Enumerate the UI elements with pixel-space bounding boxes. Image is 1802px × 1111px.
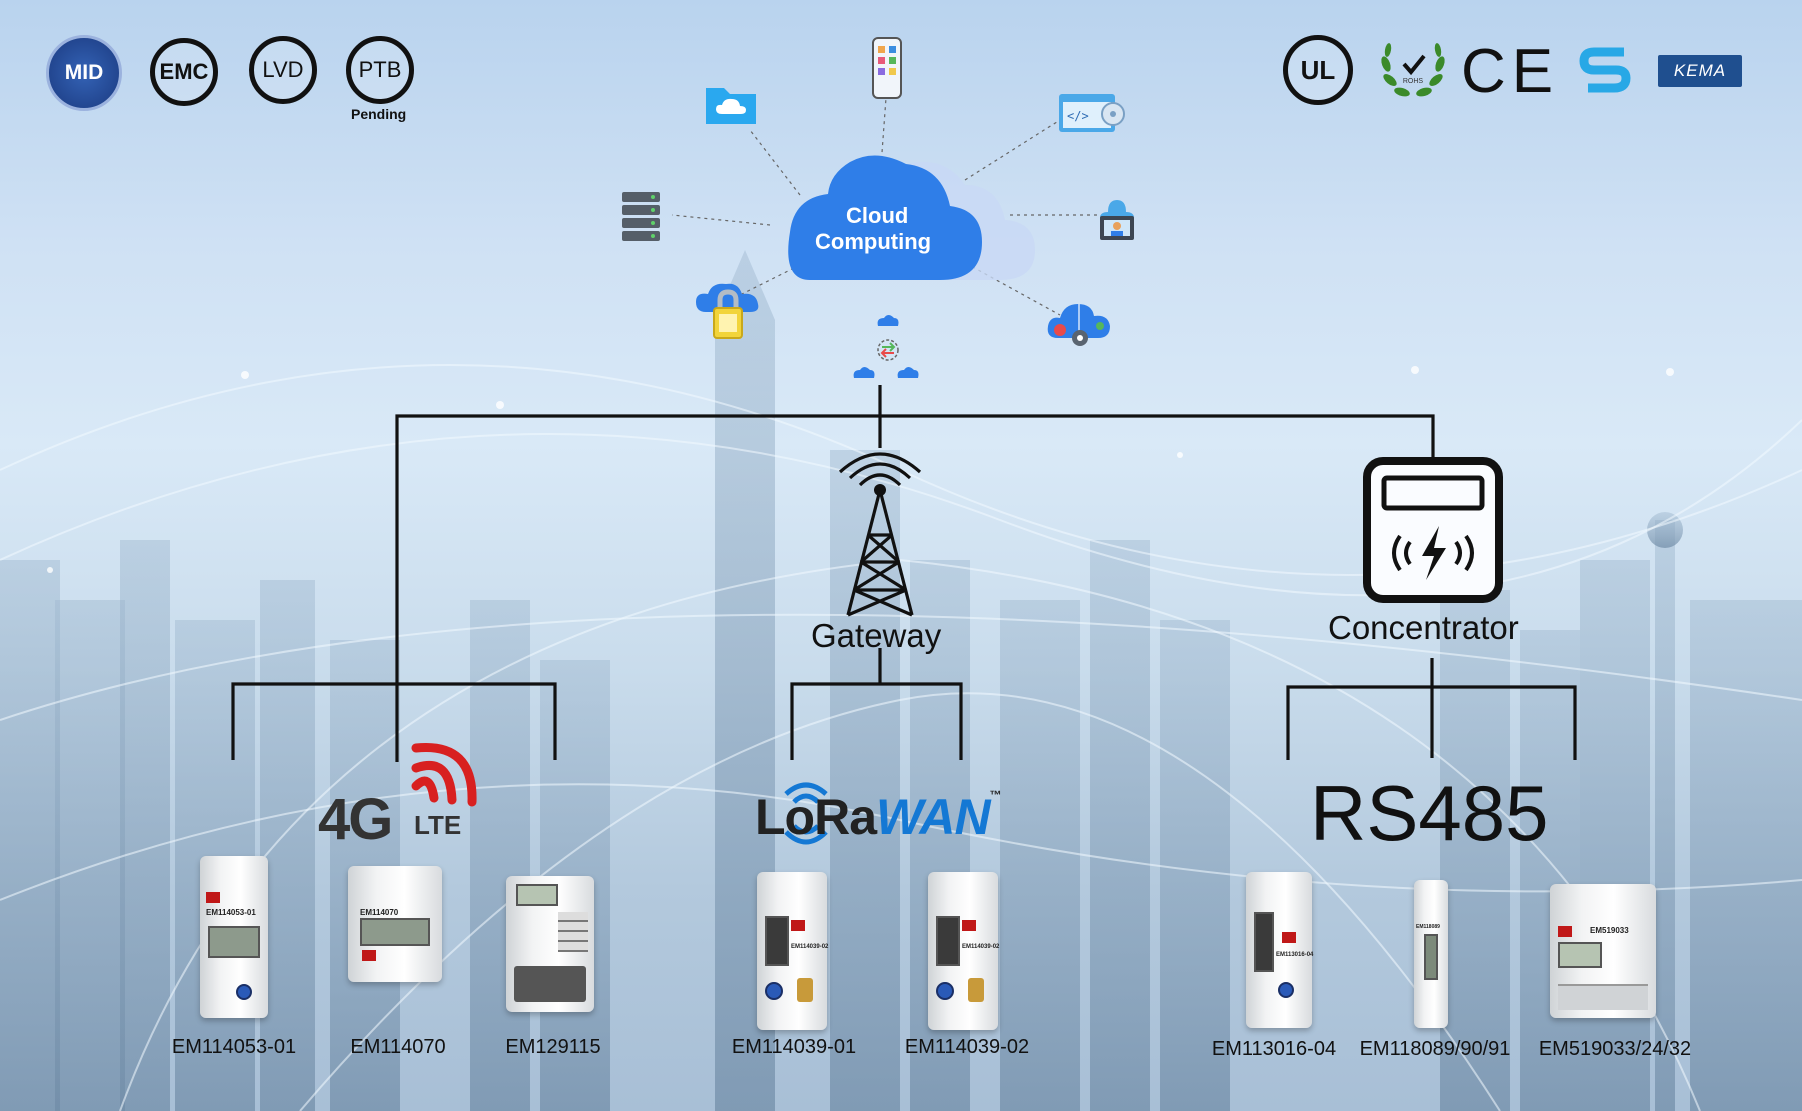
server-rack-icon: [622, 192, 660, 241]
wan-text: WAN: [876, 789, 991, 845]
smartphone-icon: [872, 37, 902, 99]
meter-em114039-01: EM114039-02: [757, 872, 829, 1030]
ce-badge: CE: [1460, 36, 1560, 106]
trademark-text: ™: [989, 788, 1002, 802]
lvd-badge: LVD: [249, 36, 317, 104]
lora-signal-icon: [784, 782, 828, 845]
meter-knob: [236, 984, 252, 1000]
meter-display: [208, 926, 260, 958]
meter-model-label: EM114039-02: [904, 1036, 1030, 1058]
brand-logo-icon: [362, 950, 376, 961]
meter-knob: [1278, 982, 1294, 998]
meter-tag: EM118089: [1416, 924, 1440, 930]
ptb-badge: PTB: [346, 36, 414, 104]
protocol-4g: 4G: [318, 787, 393, 852]
meter-display: [360, 918, 430, 946]
cloud-label-line1: Cloud: [846, 203, 909, 228]
protocol-lora: LoRaWAN™: [755, 788, 1002, 846]
s-logo-icon: [1578, 44, 1636, 96]
meter-display: [516, 884, 558, 906]
gateway-label: Gateway: [811, 617, 942, 654]
meter-display: [765, 916, 789, 966]
meter-em114053-01: EM114053-01: [200, 856, 268, 1018]
meter-model-label: EM118089/90/91: [1359, 1038, 1511, 1060]
meter-tag: EM114039-02: [791, 944, 829, 950]
keypad-icon: [558, 912, 588, 952]
meter-display: [1254, 912, 1274, 972]
meter-display: [1558, 942, 1602, 968]
meter-em114039-02: EM114039-02: [928, 872, 1000, 1030]
code-disc-icon: </>: [1059, 94, 1125, 132]
brand-logo-icon: [1282, 932, 1296, 943]
concentrator-icon: [1363, 457, 1503, 603]
cloud-user-icon: [1100, 200, 1134, 240]
meter-knob: [936, 982, 954, 1000]
wifi-signal-icon: [411, 742, 477, 807]
terminal-block: [1558, 984, 1648, 1010]
meter-model-label: EM114039-01: [731, 1036, 857, 1058]
meter-display: [1424, 934, 1438, 980]
meter-display: [936, 916, 960, 966]
concentrator-label: Concentrator: [1328, 609, 1519, 646]
meter-tag: EM114053-01: [206, 908, 256, 917]
lora-text: LoRa: [755, 789, 877, 845]
meter-tag: EM519033: [1590, 926, 1629, 935]
meter-model-label: EM519033/24/32: [1538, 1038, 1692, 1060]
meter-tag: EM114070: [360, 908, 399, 917]
meter-em118089: EM118089: [1414, 880, 1448, 1028]
meter-em113016-04: EM113016-04: [1246, 872, 1314, 1028]
meter-model-label: EM129115: [505, 1036, 601, 1058]
cloud-folder-icon: [706, 88, 756, 124]
gateway-tower-icon: [838, 452, 922, 617]
cloud-icon: [788, 155, 1035, 280]
brand-logo-icon: [791, 920, 805, 931]
protocol-lte: LTE: [414, 810, 462, 840]
kema-badge: KEMA: [1658, 55, 1742, 87]
rohs-badge: ROHS: [1376, 34, 1450, 104]
meter-model-label: EM114053-01: [171, 1036, 297, 1058]
meter-model-label: EM114070: [350, 1036, 446, 1058]
ptb-pending-label: Pending: [351, 106, 407, 122]
meter-em519033: EM519033: [1550, 884, 1656, 1018]
cloud-lock-icon: [696, 283, 759, 339]
cloud-label-line2: Computing: [815, 229, 932, 254]
antenna-connector: [968, 978, 984, 1002]
terminal-block: [514, 966, 586, 1002]
cloud-sync-icon: [853, 315, 919, 378]
meter-em129115: [506, 876, 594, 1012]
brand-logo-icon: [1558, 926, 1572, 937]
laurel-icon: [1381, 43, 1445, 97]
protocol-rs485: RS485: [1310, 769, 1549, 857]
cloud-security-icon: [1047, 304, 1110, 346]
antenna-connector: [797, 978, 813, 1002]
meter-model-label: EM113016-04: [1211, 1038, 1337, 1060]
emc-badge: EMC: [150, 38, 218, 106]
meter-em114070: EM114070: [348, 866, 442, 982]
mid-badge: MID: [46, 35, 122, 111]
svg-text:</>: </>: [1067, 109, 1089, 123]
meter-knob: [765, 982, 783, 1000]
brand-logo-icon: [206, 892, 220, 903]
meter-tag: EM114039-02: [962, 944, 1000, 950]
meter-tag: EM113016-04: [1276, 952, 1314, 958]
ul-badge: UL: [1283, 35, 1353, 105]
brand-logo-icon: [962, 920, 976, 931]
